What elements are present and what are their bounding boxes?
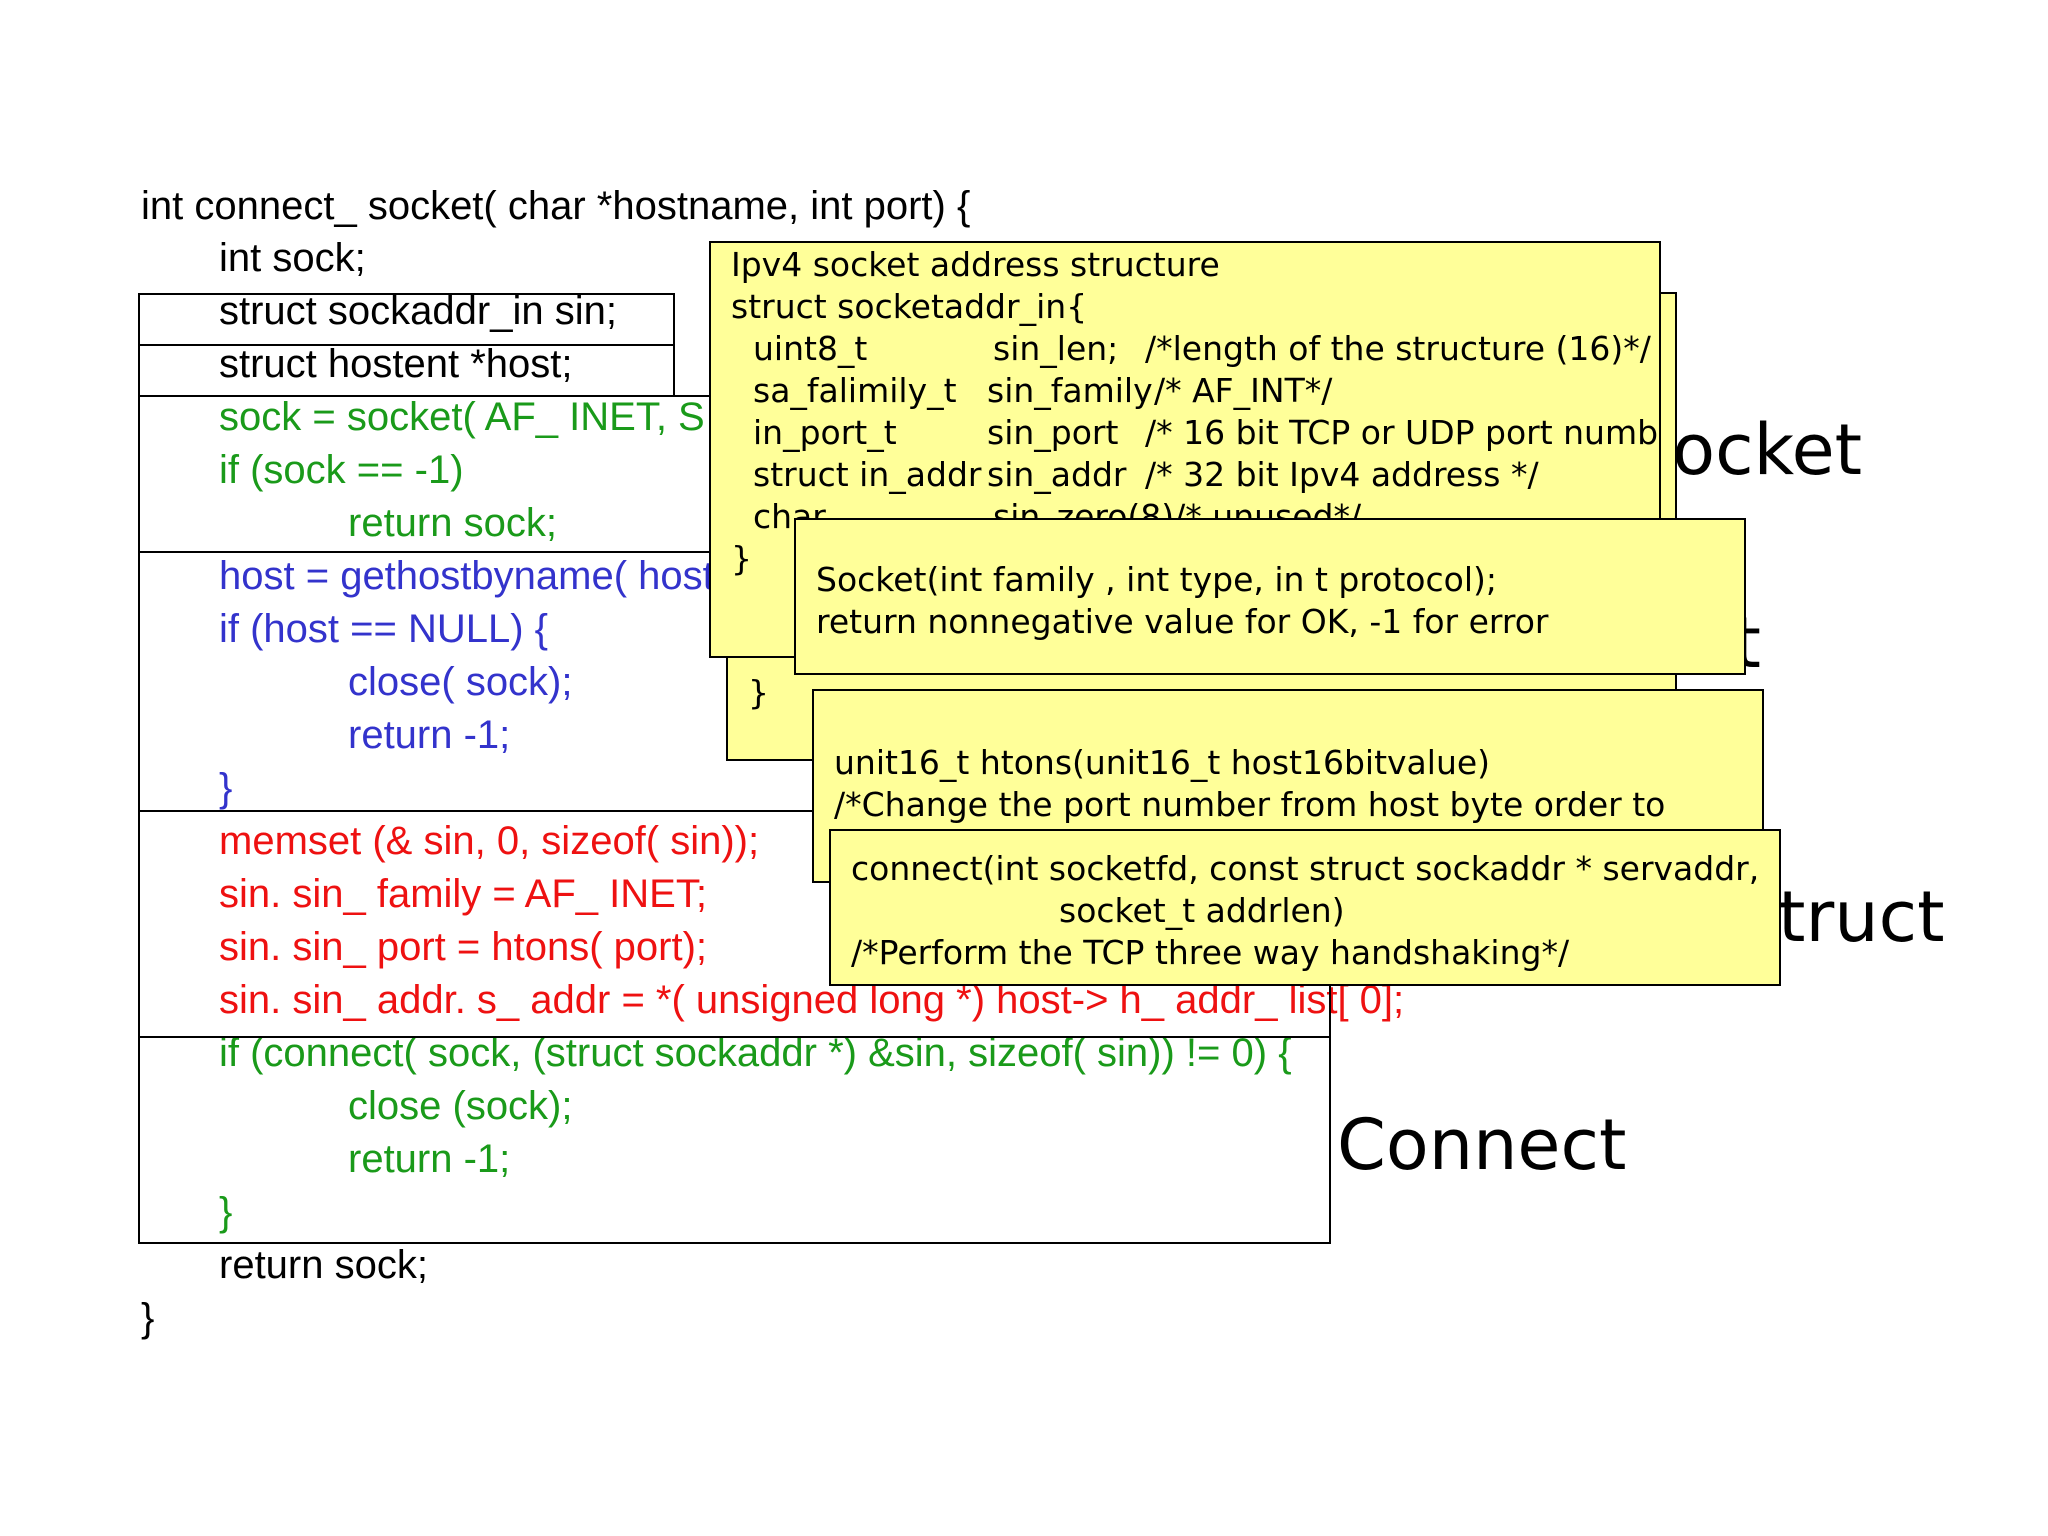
code-line: if (sock == -1)	[219, 448, 464, 492]
code-line: struct sockaddr_in sin;	[219, 289, 617, 333]
code-line: host = gethostbyname( host	[219, 554, 714, 598]
code-line: sin. sin_ addr. s_ addr = *( unsigned lo…	[219, 978, 1405, 1022]
note-text: /*length of the structure (16)*/	[1145, 329, 1651, 368]
note-text: /*Perform the TCP three way handshaking*…	[851, 933, 1570, 972]
note-text: }	[731, 539, 752, 578]
code-line: return -1;	[348, 1137, 511, 1181]
note-text: in_port_t	[753, 413, 897, 452]
section-box-connect	[138, 1036, 1331, 1244]
note-text: Ipv4 socket address structure	[731, 245, 1220, 284]
code-line: }	[219, 1190, 233, 1234]
note-text: }	[748, 673, 769, 712]
note-text: Socket(int family , int type, in t proto…	[816, 560, 1497, 599]
note-text: sin_addr	[987, 455, 1127, 494]
note-text: sa_falimily_t	[753, 371, 957, 410]
code-line: return sock;	[348, 501, 557, 545]
code-line: if (host == NULL) {	[219, 607, 549, 651]
code-line: memset (& sin, 0, sizeof( sin));	[219, 819, 760, 863]
code-line: }	[219, 766, 233, 810]
code-line: close (sock);	[348, 1084, 573, 1128]
note-text: struct in_addr	[753, 455, 982, 494]
label-fill-struct: truct	[1778, 876, 1945, 958]
code-line: }	[141, 1296, 155, 1340]
note-socket-function: Socket(int family , int type, in t proto…	[794, 518, 1746, 675]
code-line: return sock;	[219, 1243, 428, 1287]
note-text: return nonnegative value for OK, -1 for …	[816, 602, 1549, 641]
code-line: sin. sin_ port = htons( port);	[219, 925, 708, 969]
section-box-hostent	[138, 344, 675, 397]
note-text: struct socketaddr_in{	[731, 287, 1088, 326]
code-line: int sock;	[219, 236, 366, 280]
note-text: socket_t addrlen)	[1059, 891, 1345, 930]
note-text: uint8_t	[753, 329, 868, 368]
note-connect-function: connect(int socketfd, const struct socka…	[829, 829, 1781, 986]
note-text: sin_port	[987, 413, 1119, 452]
note-text: /* 16 bit TCP or UDP port number*/	[1145, 413, 1659, 452]
code-line: struct hostent *host;	[219, 342, 573, 386]
code-line: return -1;	[348, 713, 511, 757]
note-text: unit16_t htons(unit16_t host16bitvalue)	[834, 743, 1491, 782]
code-line: close( sock);	[348, 660, 573, 704]
code-line: sin. sin_ family = AF_ INET;	[219, 872, 707, 916]
section-box-sockaddr	[138, 293, 675, 346]
note-text: sin_family	[987, 371, 1153, 410]
label-connect: Connect	[1337, 1104, 1627, 1186]
note-text: /* AF_INT*/	[1154, 371, 1333, 410]
note-text: /* 32 bit Ipv4 address */	[1145, 455, 1539, 494]
note-text: sin_len;	[993, 329, 1119, 368]
note-text: /*Change the port number from host byte …	[834, 785, 1666, 824]
code-line: int connect_ socket( char *hostname, int…	[141, 184, 971, 228]
code-line: if (connect( sock, (struct sockaddr *) &…	[219, 1031, 1292, 1075]
code-line: sock = socket( AF_ INET, S	[219, 395, 705, 439]
note-text: connect(int socketfd, const struct socka…	[851, 849, 1760, 888]
